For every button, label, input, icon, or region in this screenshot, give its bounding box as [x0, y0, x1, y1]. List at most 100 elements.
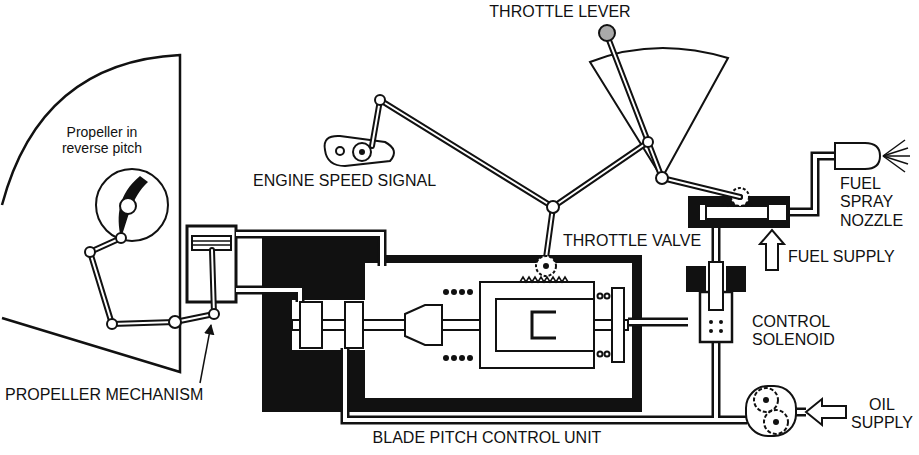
- oil-pump: [806, 399, 846, 425]
- propeller-housing: [2, 55, 180, 372]
- part-label: ENGINE SPEED SIGNAL: [253, 172, 436, 190]
- propeller-linkage: [169, 316, 181, 328]
- fuel-spray-nozzle: [883, 156, 905, 172]
- throttle-linkage: [380, 100, 553, 207]
- part-label: FUEL SUPPLY: [788, 248, 895, 266]
- pitch-spool: [405, 305, 442, 345]
- label-box: THROTTLE VALVE: [563, 232, 701, 250]
- throttle-linkage: [543, 263, 549, 269]
- pitch-spool: [459, 289, 465, 295]
- throttle-linkage: [599, 25, 615, 41]
- throttle-linkage: [546, 207, 553, 258]
- fuel-spray-nozzle: [835, 143, 880, 169]
- leader-line: [200, 325, 211, 383]
- oil-pipe: [236, 226, 806, 420]
- propeller-housing: [96, 169, 168, 241]
- propeller-housing: [2, 55, 180, 372]
- pitch-spool: [612, 288, 624, 362]
- pitch-spool: [598, 294, 603, 299]
- pitch-spool: [467, 289, 473, 295]
- pitch-actuator: [212, 250, 214, 314]
- part-label: THROTTLE VALVE: [563, 232, 701, 250]
- pitch-actuator: [212, 250, 214, 314]
- pitch-actuator: [187, 226, 236, 319]
- propeller-linkage: [85, 247, 95, 257]
- throttle-linkage: [547, 201, 559, 213]
- throttle-valve: [706, 206, 768, 219]
- pitch-spool: [443, 289, 449, 295]
- part-label: Propeller in reverse pitch: [48, 124, 156, 156]
- oil-pump: [764, 410, 788, 434]
- label-box: OIL SUPPLY: [850, 396, 914, 433]
- throttle-valve: [790, 156, 835, 212]
- throttle-linkage: [662, 178, 740, 197]
- pitch-spool: [459, 355, 465, 361]
- propeller-linkage: [90, 252, 112, 324]
- pitch-spool: [451, 355, 457, 361]
- propeller-housing: [119, 176, 148, 238]
- throttle-linkage: [380, 100, 553, 207]
- oil-pump: [763, 397, 769, 403]
- oil-pipe: [236, 234, 382, 266]
- oil-pipe: [236, 290, 300, 302]
- label-box: FUEL SPRAY NOZZLE: [840, 175, 908, 230]
- leader-line: [200, 325, 211, 383]
- throttle-linkage: [553, 142, 648, 207]
- fuel-spray-nozzle: [883, 156, 908, 164]
- throttle-linkage: [546, 207, 553, 258]
- oil-pipe: [714, 342, 718, 420]
- throttle-linkage: [590, 48, 728, 178]
- control-solenoid: [709, 320, 713, 324]
- oil-pump: [746, 386, 846, 436]
- control-solenoid: [709, 262, 723, 310]
- propeller-linkage: [112, 322, 175, 324]
- propeller-linkage: [112, 322, 175, 324]
- pitch-spool: [300, 302, 322, 348]
- throttle-linkage: [359, 149, 365, 155]
- pitch-spool: [496, 299, 594, 351]
- oil-pipe: [236, 290, 300, 302]
- throttle-linkage: [325, 25, 740, 276]
- oil-pipe: [628, 320, 688, 324]
- label-box: FUEL SUPPLY: [788, 248, 895, 266]
- pitch-actuator: [209, 309, 219, 319]
- fuel-spray-nozzle: [883, 140, 905, 156]
- pitch-control-body: [262, 238, 642, 412]
- propeller-linkage: [107, 319, 117, 329]
- throttle-valve: [760, 230, 784, 270]
- pitch-spool: [480, 282, 594, 368]
- label-box: PROPELLER MECHANISM: [5, 386, 203, 404]
- throttle-linkage: [553, 142, 648, 207]
- pitch-spool: [605, 294, 610, 299]
- label-box: ENGINE SPEED SIGNAL: [253, 172, 436, 190]
- oil-pipe: [712, 342, 721, 420]
- part-label: BLADE PITCH CONTROL UNIT: [373, 429, 602, 447]
- throttle-linkage: [643, 137, 653, 147]
- throttle-linkage: [662, 178, 740, 197]
- pitch-actuator: [192, 240, 231, 242]
- pitch-spool: [443, 355, 449, 361]
- pitch-spool: [520, 277, 568, 282]
- part-label: FUEL SPRAY NOZZLE: [840, 175, 908, 230]
- propeller-linkage: [90, 252, 112, 324]
- pitch-spool: [451, 289, 457, 295]
- throttle-linkage: [325, 136, 394, 166]
- pitch-actuator: [192, 244, 231, 246]
- oil-pump: [746, 386, 796, 436]
- fuel-spray-nozzle: [835, 140, 910, 172]
- pitch-spool: [532, 312, 556, 338]
- throttle-valve: [790, 156, 835, 212]
- pitch-spool: [467, 355, 473, 361]
- control-solenoid: [686, 262, 746, 342]
- pitch-spool: [292, 277, 628, 368]
- control-solenoid: [709, 329, 713, 333]
- throttle-linkage: [656, 172, 668, 184]
- fuel-spray-nozzle: [883, 148, 908, 156]
- throttle-linkage: [336, 147, 344, 155]
- pitch-spool: [345, 302, 363, 348]
- oil-pump: [754, 388, 778, 412]
- part-label: OIL SUPPLY: [850, 396, 914, 433]
- control-solenoid: [719, 329, 723, 333]
- pitch-control-body: [262, 238, 642, 412]
